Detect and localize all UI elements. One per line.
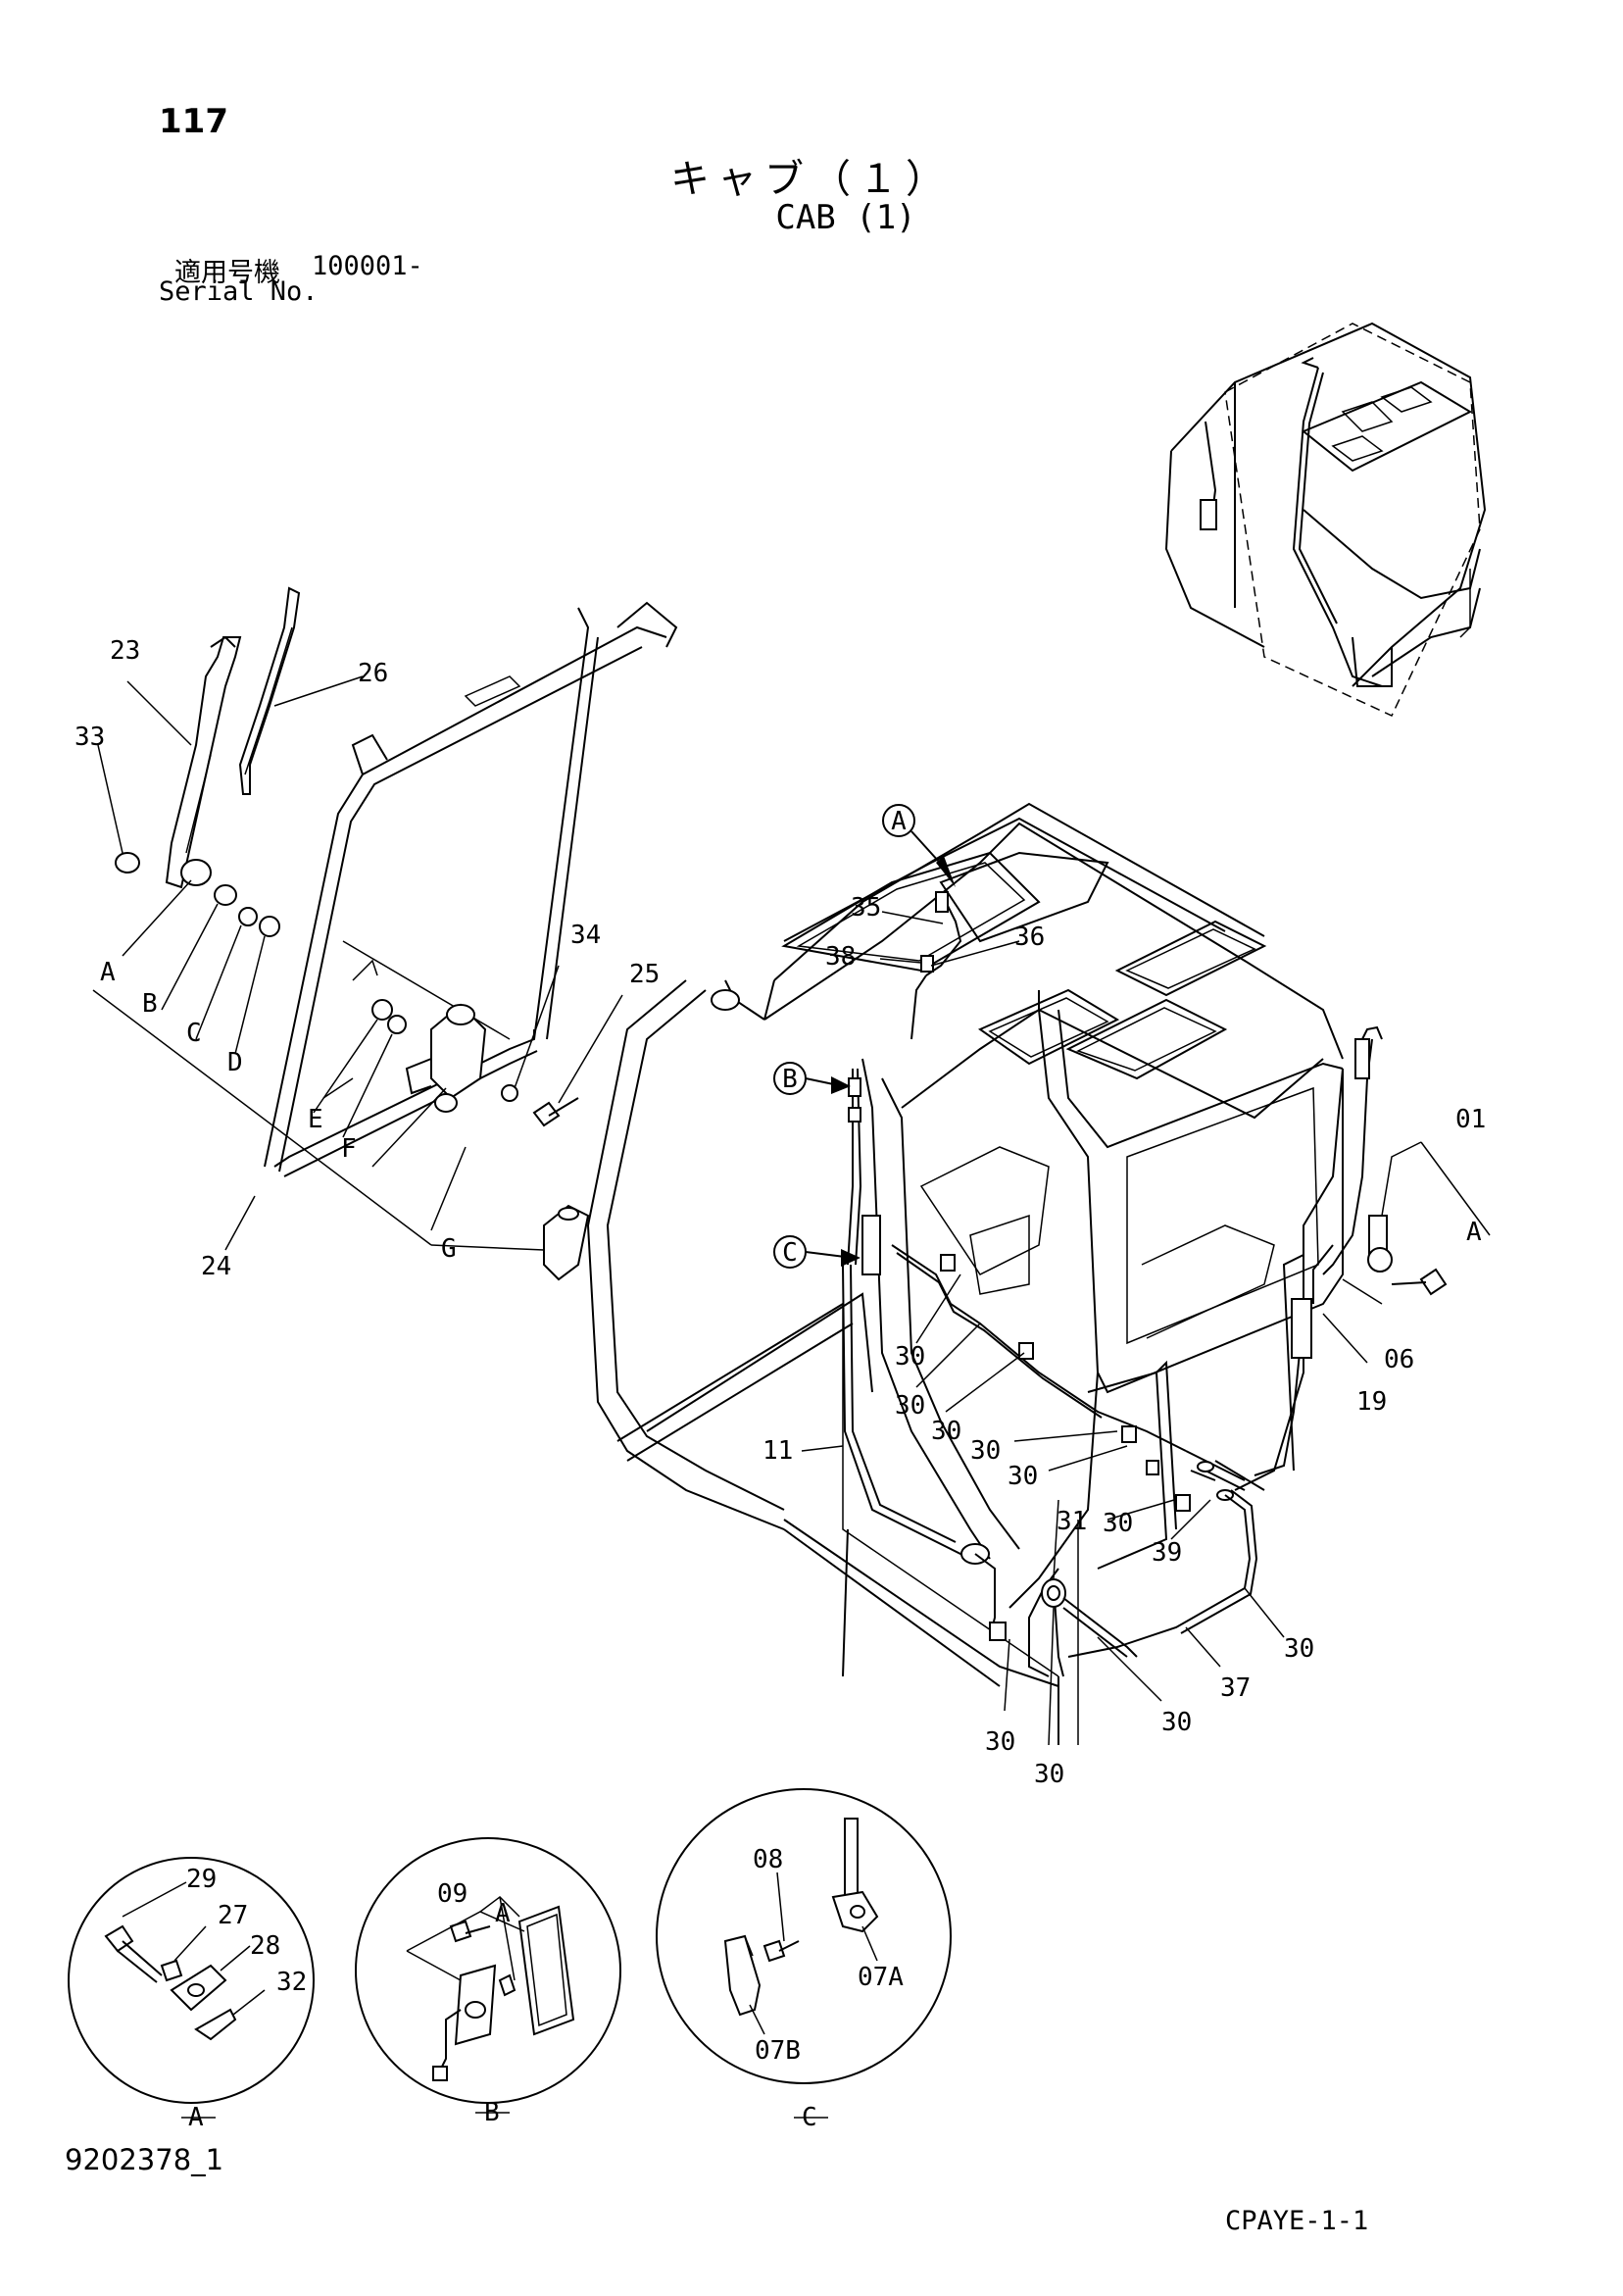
callout-e: E xyxy=(308,1105,323,1134)
svg-text:B: B xyxy=(782,1065,798,1094)
serial-label-english: Serial No. xyxy=(159,276,319,307)
detail-view-b: 09 A B xyxy=(355,1837,621,2127)
callout-26: 26 xyxy=(358,659,388,688)
callout-11: 11 xyxy=(762,1436,793,1466)
callout-f: F xyxy=(341,1134,357,1164)
cab-callouts: 35 36 38 01 A 06 19 11 30 30 30 30 30 31… xyxy=(762,893,1486,1789)
nut-d xyxy=(259,916,280,937)
callout-06: 06 xyxy=(1384,1345,1414,1374)
callout-a-right: A xyxy=(1466,1218,1482,1247)
wiper-assembly xyxy=(92,586,678,1281)
detail-a-label: A xyxy=(188,2103,204,2132)
callout-c-left: C xyxy=(186,1019,202,1048)
callout-31: 31 xyxy=(1057,1507,1087,1536)
motor-cover xyxy=(543,1204,590,1281)
callout-01: 01 xyxy=(1455,1105,1486,1134)
callout-39: 39 xyxy=(1152,1538,1182,1568)
washer-f xyxy=(387,1015,407,1034)
callout-30-9: 30 xyxy=(985,1727,1015,1757)
callout-34: 34 xyxy=(570,921,601,950)
callout-30-10: 30 xyxy=(1034,1760,1064,1789)
callout-30-4: 30 xyxy=(970,1436,1001,1466)
callout-19: 19 xyxy=(1356,1387,1387,1417)
callout-a-left: A xyxy=(100,958,116,987)
bracket-19 xyxy=(1291,1298,1312,1359)
document-id: 9202378_1 xyxy=(65,2143,224,2176)
svg-text:C: C xyxy=(782,1238,798,1268)
detail-view-c: 08 07A 07B C xyxy=(656,1788,952,2132)
door-switch-c xyxy=(861,1215,881,1275)
view-markers: A B C xyxy=(773,804,956,1269)
callout-b-left: B xyxy=(142,989,158,1019)
callout-33: 33 xyxy=(74,723,105,752)
callout-35: 35 xyxy=(851,893,881,923)
detail-view-a: 29 27 28 32 A xyxy=(68,1857,315,2132)
page-number: 117 xyxy=(159,102,228,141)
wiper-callouts: 23 26 33 A B C D E F 24 G 34 25 xyxy=(74,636,660,1281)
svg-text:A: A xyxy=(891,807,907,836)
callout-25: 25 xyxy=(629,960,660,989)
callout-30-3: 30 xyxy=(931,1417,961,1446)
callout-30-1: 30 xyxy=(895,1342,925,1372)
detail-b-label: B xyxy=(484,2098,500,2127)
nut-33 xyxy=(115,852,140,873)
callout-30-8: 30 xyxy=(1161,1708,1192,1737)
callout-g: G xyxy=(441,1234,457,1264)
cab-main-frame xyxy=(586,802,1344,1745)
callout-38: 38 xyxy=(825,942,856,972)
washer-c xyxy=(238,907,258,926)
callout-24: 24 xyxy=(201,1252,231,1281)
serial-label-japanese: 適用号機 xyxy=(174,258,280,288)
nut-b xyxy=(214,884,237,906)
page-title-english: CAB (1) xyxy=(775,198,916,237)
cab-leader-lines xyxy=(801,911,1491,1746)
wiring-harness xyxy=(842,891,1448,1677)
nut-e xyxy=(371,999,393,1021)
callout-30-7: 30 xyxy=(1284,1634,1314,1664)
callout-37: 37 xyxy=(1220,1673,1251,1703)
detail-c-label: C xyxy=(802,2103,817,2132)
callout-36: 36 xyxy=(1014,923,1045,952)
callout-30-2: 30 xyxy=(895,1391,925,1421)
detail-a-part-28: 28 xyxy=(250,1931,280,1961)
detail-c-part-07a: 07A xyxy=(858,1963,904,1992)
detail-c-part-07b: 07B xyxy=(755,2036,801,2066)
page-title-japanese: キャブ（１） xyxy=(670,157,953,202)
callout-30-5: 30 xyxy=(1008,1462,1038,1491)
detail-a-part-32: 32 xyxy=(276,1968,307,1997)
sheet-code: CPAYE-1-1 xyxy=(1225,2206,1369,2236)
washer-34 xyxy=(501,1084,518,1102)
bolt-25 xyxy=(532,1101,561,1127)
callout-23: 23 xyxy=(110,636,140,666)
view-marker-a xyxy=(882,804,915,837)
callout-d-left: D xyxy=(227,1048,243,1077)
detail-a-part-27: 27 xyxy=(218,1901,248,1930)
callout-30-6: 30 xyxy=(1103,1509,1133,1538)
serial-number-value: 100001- xyxy=(312,251,423,281)
detail-c-part-08: 08 xyxy=(753,1845,783,1874)
detail-a-part-29: 29 xyxy=(186,1865,217,1894)
bushing-a xyxy=(180,859,212,886)
cab-overview-inset xyxy=(1164,322,1487,717)
screw-a-right xyxy=(1419,1268,1448,1296)
detail-b-part-a: A xyxy=(495,1899,511,1928)
detail-b-part-09: 09 xyxy=(437,1879,467,1909)
